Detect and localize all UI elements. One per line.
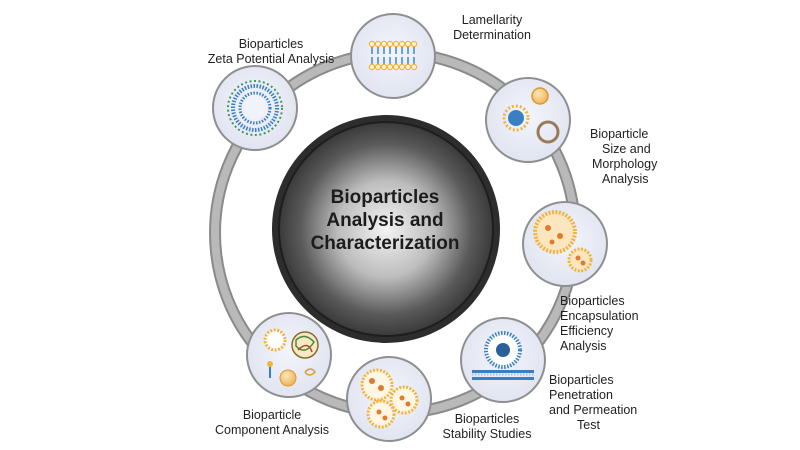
label-penetration-line-3: and Permeation — [549, 403, 638, 417]
label-zeta-line-1: Bioparticles — [238, 37, 304, 51]
label-lamellarity-line-1: Lamellarity — [461, 13, 523, 27]
label-zeta: Bioparticles Zeta Potential Analysis — [196, 37, 346, 67]
label-penetration-line-4: Test — [577, 418, 600, 432]
node-component — [246, 312, 332, 398]
lipid-components-icon — [263, 328, 319, 387]
label-encapsulation-line-4: Analysis — [560, 339, 607, 353]
loaded-vesicle-icon — [533, 210, 593, 273]
node-zeta — [212, 65, 298, 151]
liposome-icon — [502, 87, 560, 144]
node-size-morphology — [485, 77, 571, 163]
label-stability-line-2: Stability Studies — [442, 427, 532, 441]
label-stability: Bioparticles Stability Studies — [437, 412, 537, 442]
label-size-morphology: Bioparticle Size and Morphology Analysis — [580, 127, 657, 187]
center-title-line-1: Bioparticles — [330, 187, 440, 208]
label-component-line-2: Component Analysis — [215, 423, 329, 437]
label-size-line-2: Size and — [602, 142, 651, 156]
node-lamellarity — [350, 13, 436, 99]
center-title: Bioparticles Analysis and Characterizati… — [290, 186, 480, 255]
membrane-penetration-icon — [472, 331, 534, 380]
label-penetration-line-2: Penetration — [549, 388, 613, 402]
label-penetration-line-1: Bioparticles — [549, 373, 614, 387]
label-encapsulation-line-3: Efficiency — [560, 324, 614, 338]
label-encapsulation-line-1: Bioparticles — [560, 294, 625, 308]
label-component-line-1: Bioparticle — [242, 408, 302, 422]
vesicle-cluster-icon — [360, 368, 419, 429]
label-lamellarity-line-2: Determination — [453, 28, 531, 42]
label-lamellarity: Lamellarity Determination — [451, 13, 533, 43]
node-stability — [346, 356, 432, 442]
label-size-line-1: Bioparticle — [590, 127, 649, 141]
label-size-line-4: Analysis — [602, 172, 649, 186]
center-title-line-3: Characterization — [310, 233, 460, 254]
label-encapsulation-line-2: Encapsulation — [560, 309, 639, 323]
charged-liposome-icon — [227, 80, 283, 136]
label-penetration: Bioparticles Penetration and Permeation … — [549, 373, 637, 433]
lipid-bilayer-icon — [368, 40, 418, 71]
node-encapsulation — [522, 201, 608, 287]
center-title-line-2: Analysis and — [326, 210, 444, 231]
label-size-line-3: Morphology — [592, 157, 658, 171]
label-stability-line-1: Bioparticles — [454, 412, 520, 426]
label-encapsulation: Bioparticles Encapsulation Efficiency An… — [560, 294, 639, 354]
node-penetration — [460, 317, 546, 403]
center-hub — [272, 115, 500, 343]
label-zeta-line-2: Zeta Potential Analysis — [207, 52, 335, 66]
label-component: Bioparticle Component Analysis — [207, 408, 337, 438]
